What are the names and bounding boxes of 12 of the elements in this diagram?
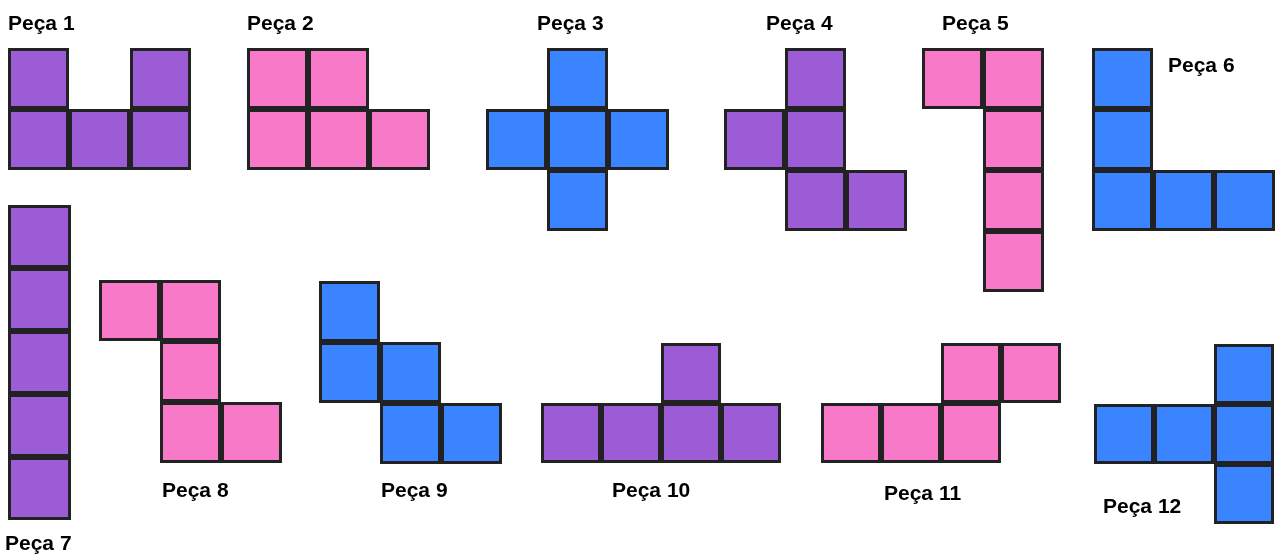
piece-label: Peça 12 bbox=[1103, 493, 1182, 519]
piece-label: Peça 9 bbox=[381, 477, 448, 503]
piece-label: Peça 4 bbox=[766, 10, 833, 36]
piece-label: Peça 3 bbox=[537, 10, 604, 36]
piece-label: Peça 11 bbox=[884, 480, 962, 506]
piece-label: Peça 2 bbox=[247, 10, 314, 36]
piece-label: Peça 1 bbox=[8, 10, 75, 36]
piece-label: Peça 10 bbox=[612, 477, 691, 503]
piece-label: Peça 6 bbox=[1168, 52, 1235, 78]
piece-label: Peça 7 bbox=[5, 530, 72, 556]
piece-label: Peça 5 bbox=[942, 10, 1009, 36]
piece-label: Peça 8 bbox=[162, 477, 229, 503]
